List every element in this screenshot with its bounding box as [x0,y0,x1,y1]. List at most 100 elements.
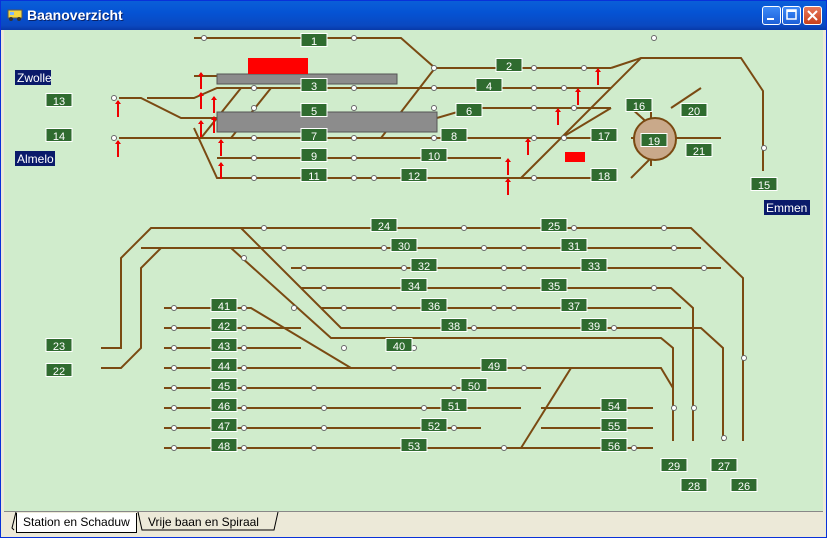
track-label-25[interactable]: 25 [548,221,560,233]
track-label-33[interactable]: 33 [588,261,600,273]
switch-node[interactable] [171,305,177,311]
switch-node[interactable] [171,445,177,451]
track-label-20[interactable]: 20 [688,106,700,118]
title-bar[interactable]: Baanoverzicht [1,1,826,30]
switch-node[interactable] [561,135,567,141]
track-label-14[interactable]: 14 [53,131,65,143]
switch-node[interactable] [391,365,397,371]
track-label-9[interactable]: 9 [311,151,317,163]
switch-node[interactable] [511,305,517,311]
track-label-13[interactable]: 13 [53,96,65,108]
switch-node[interactable] [241,445,247,451]
track-label-55[interactable]: 55 [608,421,620,433]
track-label-11[interactable]: 11 [308,171,319,183]
switch-node[interactable] [201,35,207,41]
track-label-28[interactable]: 28 [688,481,700,493]
switch-node[interactable] [431,135,437,141]
switch-node[interactable] [561,85,567,91]
switch-node[interactable] [321,285,327,291]
signal-icon[interactable] [115,140,121,157]
switch-node[interactable] [171,345,177,351]
switch-node[interactable] [691,405,697,411]
track-label-17[interactable]: 17 [598,131,610,143]
switch-node[interactable] [251,175,257,181]
switch-node[interactable] [481,245,487,251]
switch-node[interactable] [111,135,117,141]
switch-node[interactable] [351,105,357,111]
switch-node[interactable] [661,225,667,231]
switch-node[interactable] [761,145,767,151]
track-label-21[interactable]: 21 [693,146,705,158]
switch-node[interactable] [171,425,177,431]
switch-node[interactable] [251,105,257,111]
track-label-42[interactable]: 42 [218,321,230,333]
signal-icon[interactable] [115,100,121,117]
switch-node[interactable] [351,85,357,91]
switch-node[interactable] [531,105,537,111]
track-label-51[interactable]: 51 [448,401,460,413]
switch-node[interactable] [491,305,497,311]
switch-node[interactable] [671,405,677,411]
tab-vrije-baan-en-spiraal[interactable]: Vrije baan en Spiraal [148,515,259,529]
track-label-30[interactable]: 30 [398,241,410,253]
track-label-2[interactable]: 2 [506,61,512,73]
signal-icon[interactable] [211,96,217,113]
track-label-32[interactable]: 32 [418,261,430,273]
track-label-49[interactable]: 49 [488,361,500,373]
track-label-3[interactable]: 3 [311,81,317,93]
signal-icon[interactable] [218,162,224,179]
track-label-39[interactable]: 39 [588,321,600,333]
track-label-46[interactable]: 46 [218,401,230,413]
tab-station-en-schaduw[interactable]: Station en Schaduw [16,513,137,533]
track-label-47[interactable]: 47 [218,421,230,433]
switch-node[interactable] [431,65,437,71]
switch-node[interactable] [571,225,577,231]
track-label-6[interactable]: 6 [466,106,472,118]
switch-node[interactable] [741,355,747,361]
switch-node[interactable] [321,425,327,431]
switch-node[interactable] [451,425,457,431]
switch-node[interactable] [171,385,177,391]
signal-icon[interactable] [211,116,217,133]
switch-node[interactable] [531,175,537,181]
switch-node[interactable] [391,305,397,311]
switch-node[interactable] [241,405,247,411]
signal-icon[interactable] [505,158,511,175]
switch-node[interactable] [241,255,247,261]
switch-node[interactable] [421,405,427,411]
switch-node[interactable] [671,245,677,251]
track-label-7[interactable]: 7 [311,131,317,143]
track-label-4[interactable]: 4 [486,81,492,93]
switch-node[interactable] [241,325,247,331]
switch-node[interactable] [461,225,467,231]
track-label-52[interactable]: 52 [428,421,440,433]
track-label-16[interactable]: 16 [633,101,645,113]
track-label-19[interactable]: 19 [648,136,660,148]
switch-node[interactable] [471,325,477,331]
switch-node[interactable] [291,305,297,311]
track-label-5[interactable]: 5 [311,106,317,118]
switch-node[interactable] [631,445,637,451]
switch-node[interactable] [241,425,247,431]
maximize-button[interactable] [782,6,801,25]
track-label-8[interactable]: 8 [451,131,457,143]
track-label-54[interactable]: 54 [608,401,620,413]
switch-node[interactable] [241,305,247,311]
track-label-38[interactable]: 38 [448,321,460,333]
switch-node[interactable] [521,365,527,371]
switch-node[interactable] [501,285,507,291]
switch-node[interactable] [321,405,327,411]
switch-node[interactable] [521,265,527,271]
signal-icon[interactable] [198,72,204,89]
switch-node[interactable] [651,35,657,41]
switch-node[interactable] [571,105,577,111]
switch-node[interactable] [351,155,357,161]
switch-node[interactable] [171,405,177,411]
switch-node[interactable] [371,175,377,181]
switch-node[interactable] [581,65,587,71]
switch-node[interactable] [171,325,177,331]
signal-icon[interactable] [595,68,601,85]
signal-icon[interactable] [525,138,531,155]
switch-node[interactable] [701,265,707,271]
